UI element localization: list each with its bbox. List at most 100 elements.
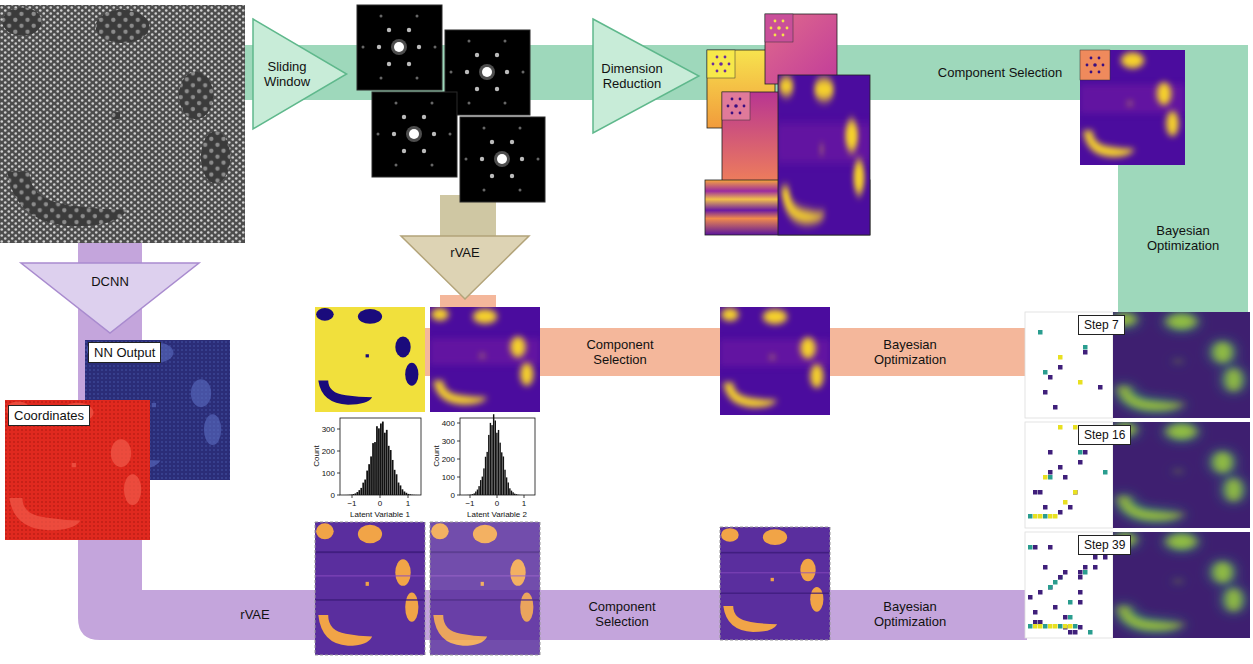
- sample-points: [1063, 475, 1068, 480]
- histogram: [384, 433, 386, 495]
- tick-label: 400: [442, 419, 455, 428]
- axis-title: Latent Variable 2: [467, 510, 527, 519]
- triangle-outline: [401, 236, 529, 299]
- sample-points: [1068, 615, 1073, 620]
- node-text-group: Step 7: [1084, 318, 1119, 332]
- histogram: [506, 477, 507, 495]
- node-label: DCNN: [91, 274, 129, 289]
- histogram: [475, 492, 476, 495]
- histogram: [498, 430, 499, 495]
- sample-points: [1033, 545, 1038, 550]
- histogram: [485, 457, 486, 495]
- optimization-step-panel: [1113, 312, 1250, 418]
- diffraction-panel: [460, 117, 545, 202]
- optimization-step-panel: [1113, 422, 1250, 528]
- sample-points: [1028, 545, 1033, 550]
- histogram: [501, 452, 502, 495]
- histogram: [457, 414, 535, 498]
- sample-points: [1073, 624, 1078, 629]
- sample-points: [1058, 510, 1063, 515]
- axis-title: Latent Variable 1: [350, 510, 410, 519]
- sample-points: [1078, 380, 1083, 385]
- histogram: [376, 426, 378, 495]
- sample-points: [1043, 624, 1048, 629]
- histogram: [511, 491, 512, 495]
- histogram: [477, 490, 478, 495]
- tick-label: 100: [442, 473, 455, 482]
- flow-band-label: Bayesian Optimization: [858, 595, 962, 633]
- node-label: Coordinates: [14, 408, 84, 423]
- sample-points: [1053, 514, 1058, 519]
- histogram: [457, 441, 460, 442]
- node-label: Step 39: [1084, 538, 1125, 552]
- tick-label: 200: [442, 455, 455, 464]
- sample-points: [1093, 555, 1098, 560]
- sample-points: [1068, 600, 1073, 605]
- histogram: [404, 491, 406, 495]
- histogram: [482, 477, 483, 495]
- sample-points: [1038, 590, 1043, 595]
- node-text-group: Bayesian Optimization: [864, 599, 956, 629]
- triangle-outline: [400, 235, 530, 300]
- latent-map: [315, 307, 425, 412]
- sample-points: [1103, 470, 1108, 475]
- histogram: [460, 418, 535, 495]
- sample-points: [1033, 624, 1038, 629]
- tick-label: 300: [322, 425, 335, 434]
- diffraction-panel: [357, 5, 545, 202]
- sample-points: [1063, 625, 1068, 630]
- sample-points: [1073, 630, 1078, 635]
- node-text-group: NN Output: [94, 345, 155, 360]
- atom-latent-map: [315, 522, 830, 655]
- histogram: [396, 474, 398, 495]
- sample-points: [1053, 405, 1058, 410]
- histogram: [491, 425, 492, 495]
- histogram: [488, 435, 489, 495]
- histogram: [490, 423, 491, 495]
- sample-points: [1048, 375, 1053, 380]
- histogram: [499, 443, 500, 495]
- sample-points: [1093, 565, 1098, 570]
- optimization-step-panel: [1025, 312, 1250, 638]
- sample-points: [1063, 500, 1068, 505]
- node-label: Step 16: [1084, 428, 1125, 442]
- node-label: Bayesian Optimization: [864, 337, 956, 367]
- histogram: [374, 442, 376, 495]
- atom-latent-map: [720, 527, 830, 640]
- histogram: [380, 495, 381, 498]
- histogram: [337, 451, 340, 452]
- tick-label: 1: [406, 499, 410, 508]
- sample-points: [1083, 450, 1088, 455]
- tick-label: 200: [322, 447, 335, 456]
- sample-points: [1043, 475, 1048, 480]
- component-map: [722, 92, 784, 184]
- selected-map: [1080, 50, 1185, 165]
- histogram: [370, 456, 372, 495]
- histogram: [486, 452, 487, 495]
- flow-band: [78, 45, 1248, 640]
- sample-points: [1058, 465, 1063, 470]
- sample-points: [1058, 365, 1063, 370]
- sample-points: [1043, 514, 1048, 519]
- sample-points: [1098, 385, 1103, 390]
- histogram: [378, 428, 380, 495]
- flow-band-label: Bayesian Optimization: [1127, 219, 1239, 257]
- selected-map: [1086, 57, 1105, 74]
- sample-points: [1103, 555, 1108, 560]
- sample-points: [1058, 355, 1063, 360]
- step-label: Step 7: [1078, 315, 1125, 335]
- histogram: [408, 495, 409, 498]
- histogram: [478, 486, 479, 495]
- flow-band-label: Bayesian Optimization: [858, 333, 962, 371]
- node-text-group: Component Selection: [938, 65, 1062, 80]
- step-label: Step 16: [1078, 425, 1131, 445]
- histogram: [358, 490, 360, 495]
- sample-points: [1063, 624, 1068, 629]
- histogram: [457, 423, 460, 424]
- microscope-image: [0, 5, 245, 243]
- histogram: [512, 492, 513, 495]
- histogram: [360, 488, 362, 495]
- node-label: rVAE: [450, 245, 479, 260]
- sample-points: [1038, 514, 1043, 519]
- histogram: [509, 488, 510, 495]
